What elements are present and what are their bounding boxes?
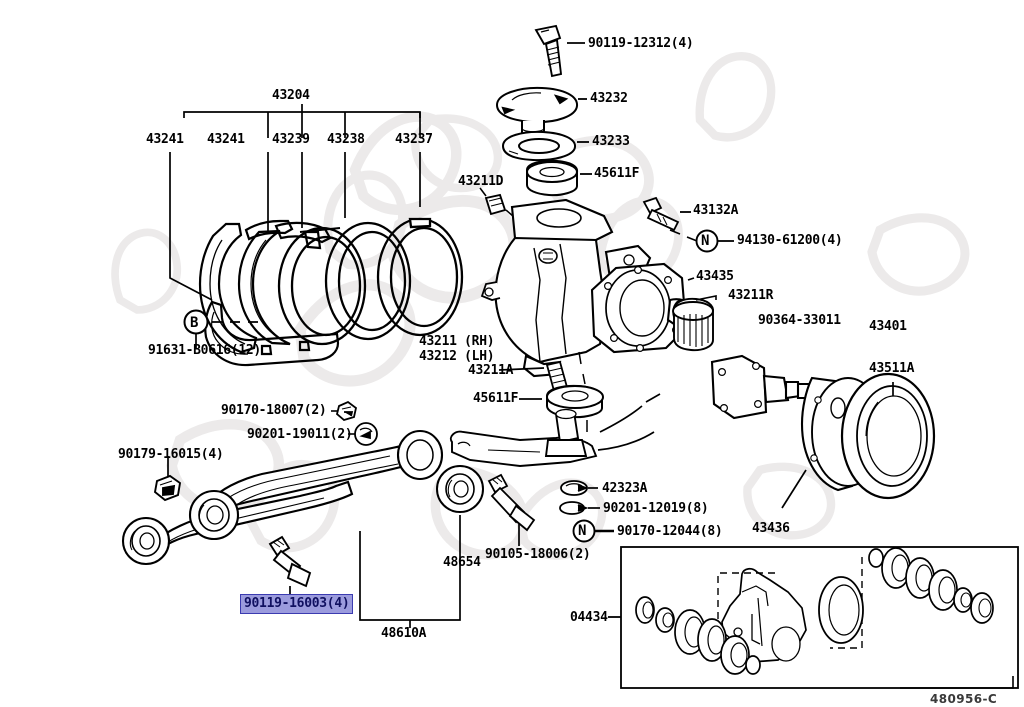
inset-seal-kit-left <box>635 596 761 675</box>
dash-knuckle-axis <box>578 351 588 452</box>
label-43241-a: 43241 <box>146 132 184 147</box>
part-43238-ring <box>324 221 412 341</box>
callout-N-bottom <box>572 519 596 543</box>
dash-tierod <box>597 393 661 451</box>
part-43232-knuckle-cap <box>495 86 578 139</box>
label-43401: 43401 <box>869 319 907 334</box>
label-N-bottom: N <box>578 523 587 539</box>
label-48610A: 48610A <box>381 626 427 641</box>
part-42323A-washer <box>560 480 589 496</box>
inset-gasket-ring-middle <box>818 576 864 644</box>
bracket-43204 <box>183 104 421 138</box>
label-90170-18007: 90170-18007(2) <box>221 403 327 418</box>
part-43241-backing-plate-b <box>237 221 332 346</box>
dash-94130 <box>669 229 698 242</box>
label-43204: 43204 <box>272 88 310 103</box>
label-43211-RH: 43211 (RH) <box>419 334 495 349</box>
part-43401-axle-shaft <box>710 354 816 420</box>
label-N-top: N <box>701 233 710 249</box>
part-90179-16015-nut <box>153 474 182 502</box>
part-90119-12312-bolt <box>534 24 563 78</box>
label-90201-19011: 90201-19011(2) <box>247 427 353 442</box>
label-43238: 43238 <box>327 132 365 147</box>
label-45611F-top: 45611F <box>594 166 640 181</box>
label-90364-33011: 90364-33011 <box>758 313 841 328</box>
label-43237: 43237 <box>395 132 433 147</box>
label-43435: 43435 <box>696 269 734 284</box>
part-45611F-top-bushing <box>526 159 579 197</box>
label-43211D: 43211D <box>458 174 504 189</box>
part-43211R-roller-bearing <box>672 297 714 352</box>
part-knuckle-arm-middle <box>449 408 598 467</box>
part-90201-12019-washer <box>559 501 589 515</box>
label-90179-16015: 90179-16015(4) <box>118 447 224 462</box>
label-43233: 43233 <box>592 134 630 149</box>
part-90105-18006-bolt <box>487 473 536 532</box>
part-43233-gasket <box>501 130 576 162</box>
leaders-43204-members <box>169 152 421 301</box>
part-90201-19011-washer <box>354 422 378 446</box>
label-B-circle: B <box>190 315 199 331</box>
label-42323A: 42323A <box>602 481 648 496</box>
inset-seal-kit-right <box>868 547 994 624</box>
label-90105-18006: 90105-18006(2) <box>485 547 591 562</box>
sheet-code: 480956-C <box>930 692 998 706</box>
part-43511A-brake-drum <box>840 372 936 500</box>
part-48610A-control-arm <box>121 429 444 566</box>
bracket-48610A <box>359 531 461 628</box>
callout-N-top <box>695 229 719 253</box>
label-90119-12312: 90119-12312(4) <box>588 36 694 51</box>
label-43212-LH: 43212 (LH) <box>419 349 495 364</box>
label-48654: 48654 <box>443 555 481 570</box>
label-04434: 04434 <box>570 610 608 625</box>
label-43436: 43436 <box>752 521 790 536</box>
part-43211D-key <box>484 193 507 216</box>
label-43511A: 43511A <box>869 361 915 376</box>
label-45611F-mid: 45611F <box>473 391 519 406</box>
label-91631-B0616: 91631-B0616(12) <box>148 343 261 358</box>
part-43237-ring <box>376 217 464 337</box>
sheet-code-rule <box>900 676 1014 689</box>
label-43211R: 43211R <box>728 288 774 303</box>
label-43241-b: 43241 <box>207 132 245 147</box>
part-90170-18007-nut <box>335 400 358 422</box>
part-48654-bushing <box>436 465 484 513</box>
label-43239: 43239 <box>272 132 310 147</box>
leader-43211D <box>479 187 487 197</box>
label-90170-12044: 90170-12044(8) <box>617 524 723 539</box>
label-43232: 43232 <box>590 91 628 106</box>
callout-B-circle <box>183 309 258 348</box>
part-90119-16003-bolt <box>268 535 312 588</box>
label-94130-61200: 94130-61200(4) <box>737 233 843 248</box>
label-90201-12019: 90201-12019(8) <box>603 501 709 516</box>
part-43132A-bolt <box>642 196 680 232</box>
label-43132A: 43132A <box>693 203 739 218</box>
label-90119-16003-highlighted[interactable]: 90119-16003(4) <box>240 594 354 614</box>
label-43211A: 43211A <box>468 363 514 378</box>
